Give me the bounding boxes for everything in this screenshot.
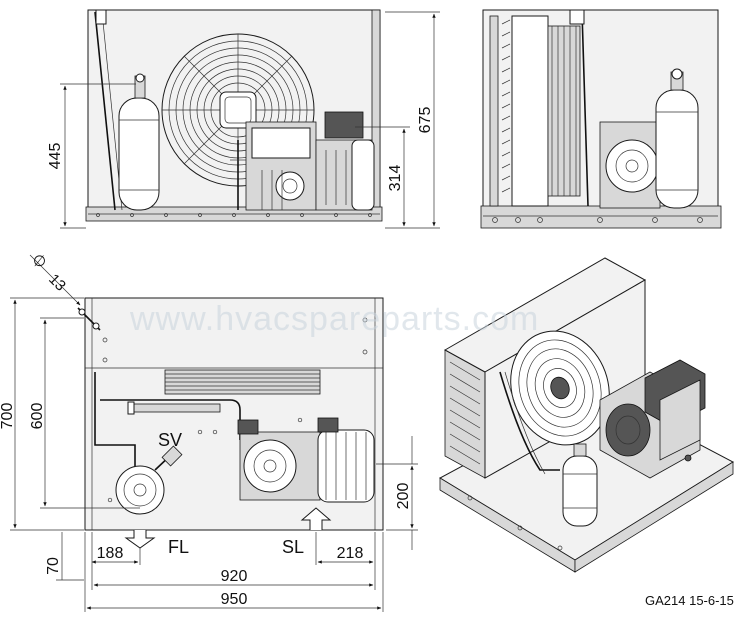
plan-compressor bbox=[237, 417, 375, 503]
dim-plan-600: 600 bbox=[29, 403, 46, 430]
dim-front-445: 445 bbox=[47, 143, 64, 170]
front-compressor bbox=[230, 111, 375, 211]
label-fl: FL bbox=[168, 537, 189, 557]
front-receiver bbox=[118, 73, 160, 211]
dim-sl-218: 218 bbox=[337, 545, 364, 562]
dim-front-675: 675 bbox=[417, 107, 434, 134]
plan-condenser-coil bbox=[164, 369, 321, 395]
plan-view: SV FL SL ∅ 13 700 600 70 188 218 920 950 bbox=[0, 253, 418, 612]
plan-receiver bbox=[115, 445, 183, 515]
dim-plan-950: 950 bbox=[221, 591, 248, 608]
side-view bbox=[480, 9, 722, 229]
iso-compressor bbox=[599, 359, 706, 479]
dim-hole-13: 13 bbox=[45, 271, 69, 295]
dim-plan-700: 700 bbox=[0, 403, 16, 430]
isometric-view bbox=[438, 257, 735, 573]
dim-fl-188: 188 bbox=[97, 545, 124, 562]
label-sv: SV bbox=[158, 430, 182, 450]
iso-fan bbox=[510, 330, 610, 446]
watermark: www.hvacspareparts.com bbox=[129, 300, 539, 338]
drawing-code: GA214 15-6-15 bbox=[645, 593, 734, 608]
dim-plan-920: 920 bbox=[221, 568, 248, 585]
label-sl: SL bbox=[282, 537, 304, 557]
sl-arrow bbox=[300, 507, 332, 530]
dim-front-314: 314 bbox=[387, 165, 404, 192]
iso-receiver bbox=[562, 443, 598, 527]
front-view: 675 314 445 bbox=[47, 9, 440, 229]
dim-sl-200: 200 bbox=[395, 483, 412, 510]
fl-arrow bbox=[124, 530, 156, 549]
dim-diameter-symbol: ∅ bbox=[33, 253, 46, 270]
dim-plan-70: 70 bbox=[45, 557, 62, 575]
